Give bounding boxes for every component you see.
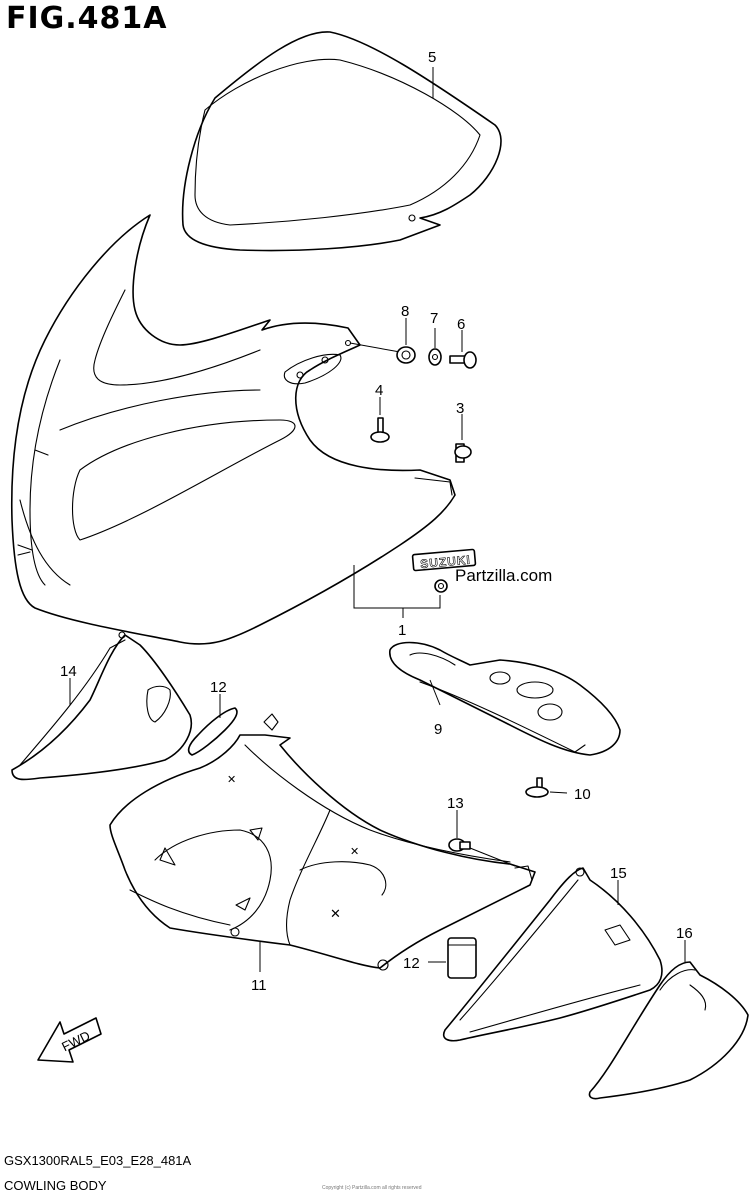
strip-part-12-upper[interactable] [187, 707, 238, 756]
callout-3: 3 [456, 400, 464, 417]
spacer-part-8[interactable] [349, 342, 416, 364]
screw-part-4[interactable] [370, 417, 390, 443]
callout-12-upper: 12 [210, 679, 227, 696]
windscreen-part-5[interactable] [181, 31, 502, 252]
inner-cover-part-16[interactable] [588, 961, 749, 1100]
fwd-arrow-icon: FWD [37, 1017, 102, 1063]
callout-7: 7 [430, 310, 438, 327]
callout-15: 15 [610, 865, 627, 882]
screw-part-13[interactable] [448, 838, 516, 867]
figure-title: FIG.481A [6, 1, 168, 36]
upper-cowling-part-1[interactable] [10, 214, 456, 645]
side-panel-part-15[interactable] [442, 867, 663, 1042]
cushion-part-12-lower[interactable] [447, 937, 477, 979]
svg-text:✕: ✕ [227, 774, 236, 786]
leader-lines [69, 67, 686, 972]
callout-6: 6 [457, 316, 465, 333]
diagram-description: COWLING BODY [4, 1178, 107, 1193]
callout-4: 4 [375, 382, 383, 399]
fine-print: Copyright (c) Partzilla.com all rights r… [322, 1185, 422, 1191]
screw-part-6[interactable] [449, 351, 477, 369]
callout-14: 14 [60, 663, 77, 680]
bolt-part-3[interactable] [454, 443, 472, 463]
callout-12-lower: 12 [403, 955, 420, 972]
callout-16: 16 [676, 925, 693, 942]
callout-1: 1 [398, 622, 406, 639]
callout-numbers: 1 3 4 5 6 7 8 9 10 11 12 12 13 14 15 16 [60, 49, 693, 994]
emblem-text: SUZUKI [420, 553, 472, 571]
watermark: Partzilla.com [455, 566, 553, 585]
clip-part-10[interactable] [525, 777, 549, 798]
callout-11: 11 [251, 977, 267, 994]
fwd-label: FWD [59, 1028, 92, 1054]
callout-5: 5 [428, 49, 436, 66]
svg-text:✕: ✕ [350, 846, 359, 858]
callout-13: 13 [447, 795, 464, 812]
diagram-code: GSX1300RAL5_E03_E28_481A [4, 1153, 192, 1168]
lower-cowling-part-11[interactable]: ✕ ✕ ✕ [109, 713, 536, 971]
washer-part-7[interactable] [428, 348, 442, 366]
grommet[interactable] [434, 579, 448, 593]
suzuki-emblem[interactable] [411, 548, 477, 572]
bracket-part-9[interactable] [389, 641, 621, 756]
side-cover-part-14[interactable] [11, 631, 192, 781]
callout-8: 8 [401, 303, 409, 320]
svg-text:✕: ✕ [330, 906, 341, 921]
callout-10: 10 [574, 786, 591, 803]
callout-9: 9 [434, 721, 442, 738]
